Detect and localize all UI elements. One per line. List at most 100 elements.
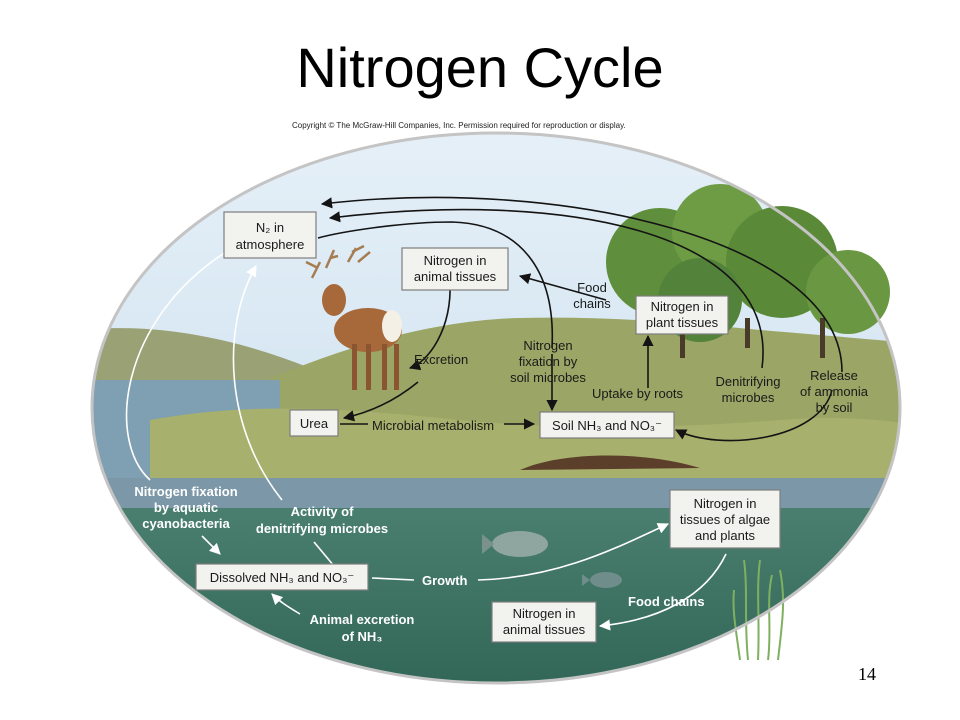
label-ammonia-release-line1: Release	[810, 368, 858, 383]
svg-text:Nitrogen in: Nitrogen in	[694, 496, 757, 511]
label-food-chains-water-text: Food chains	[628, 594, 705, 609]
box-algae-tissues: Nitrogen in tissues of algae and plants	[669, 489, 781, 549]
svg-text:Nitrogen: Nitrogen	[523, 338, 572, 353]
slide-number: 14	[858, 664, 876, 684]
label-food-chains-land-line1: Food	[577, 280, 607, 295]
box-n2-line2: atmosphere	[236, 237, 305, 252]
box-water-animal-tissues: Nitrogen in animal tissues	[491, 601, 597, 643]
slide-title: Nitrogen Cycle	[296, 36, 664, 99]
diagram-oval-border	[90, 131, 902, 685]
label-aquatic-fixation-line2: by aquatic	[154, 500, 218, 515]
box-land-animal-tissues: Nitrogen in animal tissues	[401, 247, 509, 291]
label-microbial-metabolism: Microbial metabolism	[372, 418, 494, 433]
box-water-animal-line1: Nitrogen in	[513, 606, 576, 621]
svg-text:Uptake by roots: Uptake by roots	[592, 386, 684, 401]
label-denitrifying-activity: Activity of denitrifying microbes	[256, 504, 388, 536]
svg-text:tissues of algae: tissues of algae	[680, 512, 770, 527]
box-soil: Soil NH₃ and NO₃⁻	[539, 411, 675, 439]
svg-text:by aquatic: by aquatic	[154, 500, 218, 515]
label-denitrifying-activity-line2: denitrifying microbes	[256, 521, 388, 536]
svg-text:cyanobacteria: cyanobacteria	[142, 516, 230, 531]
svg-text:by soil: by soil	[816, 400, 853, 415]
svg-text:and plants: and plants	[695, 528, 755, 543]
svg-text:Nitrogen in: Nitrogen in	[513, 606, 576, 621]
box-n2-atmosphere: N₂ in atmosphere	[223, 211, 317, 259]
label-aquatic-fixation-line1: Nitrogen fixation	[134, 484, 237, 499]
svg-text:Animal excretion: Animal excretion	[310, 612, 415, 627]
label-aquatic-fixation: Nitrogen fixation by aquatic cyanobacter…	[134, 484, 237, 531]
box-algae-line1: Nitrogen in	[694, 496, 757, 511]
box-plant-line2: plant tissues	[646, 315, 719, 330]
svg-text:of NH₃: of NH₃	[342, 629, 383, 644]
label-animal-excretion: Animal excretion of NH₃	[310, 612, 415, 644]
label-food-chains-land: Food chains	[573, 280, 611, 311]
svg-text:Food chains: Food chains	[628, 594, 705, 609]
label-soil-fixation-line3: soil microbes	[510, 370, 586, 385]
svg-text:animal tissues: animal tissues	[503, 622, 586, 637]
svg-text:microbes: microbes	[722, 390, 775, 405]
svg-text:Release: Release	[810, 368, 858, 383]
svg-text:Excretion: Excretion	[414, 352, 468, 367]
svg-text:Soil NH₃ and NO₃⁻: Soil NH₃ and NO₃⁻	[552, 418, 662, 433]
svg-text:Food: Food	[577, 280, 607, 295]
box-dissolved: Dissolved NH₃ and NO₃⁻	[195, 563, 369, 591]
box-n2-line1: N₂ in	[256, 220, 284, 235]
box-urea-label: Urea	[300, 416, 329, 431]
label-growth-text: Growth	[422, 573, 468, 588]
box-land-animal-line2: animal tissues	[414, 269, 497, 284]
svg-text:N₂ in: N₂ in	[256, 220, 284, 235]
label-ammonia-release-line2: of ammonia	[800, 384, 869, 399]
label-growth: Growth	[422, 573, 468, 588]
label-microbial-metabolism-text: Microbial metabolism	[372, 418, 494, 433]
svg-text:Urea: Urea	[300, 416, 329, 431]
svg-text:Nitrogen in: Nitrogen in	[651, 299, 714, 314]
arrows	[125, 196, 843, 631]
fish-small	[582, 572, 622, 588]
label-soil-fixation-line2: fixation by	[519, 354, 578, 369]
svg-text:fixation by: fixation by	[519, 354, 578, 369]
svg-text:animal tissues: animal tissues	[414, 269, 497, 284]
copyright-notice: Copyright © The McGraw-Hill Companies, I…	[292, 121, 626, 130]
svg-text:Dissolved NH₃ and NO₃⁻: Dissolved NH₃ and NO₃⁻	[210, 570, 355, 585]
label-aquatic-fixation-line3: cyanobacteria	[142, 516, 230, 531]
label-food-chains-water: Food chains	[628, 594, 705, 609]
svg-text:Microbial metabolism: Microbial metabolism	[372, 418, 494, 433]
label-ammonia-release-line3: by soil	[816, 400, 853, 415]
label-excretion-text: Excretion	[414, 352, 468, 367]
box-plant-line1: Nitrogen in	[651, 299, 714, 314]
label-excretion: Excretion	[414, 352, 468, 367]
box-land-animal-line1: Nitrogen in	[424, 253, 487, 268]
box-algae-line3: and plants	[695, 528, 755, 543]
svg-text:chains: chains	[573, 296, 611, 311]
label-animal-excretion-line1: Animal excretion	[310, 612, 415, 627]
label-food-chains-land-line2: chains	[573, 296, 611, 311]
box-dissolved-label: Dissolved NH₃ and NO₃⁻	[210, 570, 355, 585]
label-denitrifying-line2: microbes	[722, 390, 775, 405]
svg-text:Nitrogen fixation: Nitrogen fixation	[134, 484, 237, 499]
label-soil-fixation-line1: Nitrogen	[523, 338, 572, 353]
svg-text:atmosphere: atmosphere	[236, 237, 305, 252]
box-soil-label: Soil NH₃ and NO₃⁻	[552, 418, 662, 433]
box-algae-line2: tissues of algae	[680, 512, 770, 527]
deer	[305, 244, 402, 390]
water-plants	[732, 559, 785, 661]
label-denitrifying: Denitrifying microbes	[715, 374, 780, 405]
svg-text:plant tissues: plant tissues	[646, 315, 719, 330]
label-ammonia-release: Release of ammonia by soil	[800, 368, 869, 415]
svg-text:Nitrogen in: Nitrogen in	[424, 253, 487, 268]
svg-text:of ammonia: of ammonia	[800, 384, 869, 399]
box-urea: Urea	[289, 409, 339, 437]
label-animal-excretion-line2: of NH₃	[342, 629, 383, 644]
svg-text:Activity of: Activity of	[291, 504, 355, 519]
label-uptake-roots: Uptake by roots	[592, 386, 684, 401]
svg-text:Growth: Growth	[422, 573, 468, 588]
box-water-animal-line2: animal tissues	[503, 622, 586, 637]
box-plant-tissues: Nitrogen in plant tissues	[635, 295, 729, 335]
svg-text:Denitrifying: Denitrifying	[715, 374, 780, 389]
label-denitrifying-line1: Denitrifying	[715, 374, 780, 389]
svg-text:soil microbes: soil microbes	[510, 370, 586, 385]
fish-large	[482, 531, 548, 557]
label-denitrifying-activity-line1: Activity of	[291, 504, 355, 519]
label-soil-fixation: Nitrogen fixation by soil microbes	[510, 338, 586, 385]
svg-text:denitrifying microbes: denitrifying microbes	[256, 521, 388, 536]
